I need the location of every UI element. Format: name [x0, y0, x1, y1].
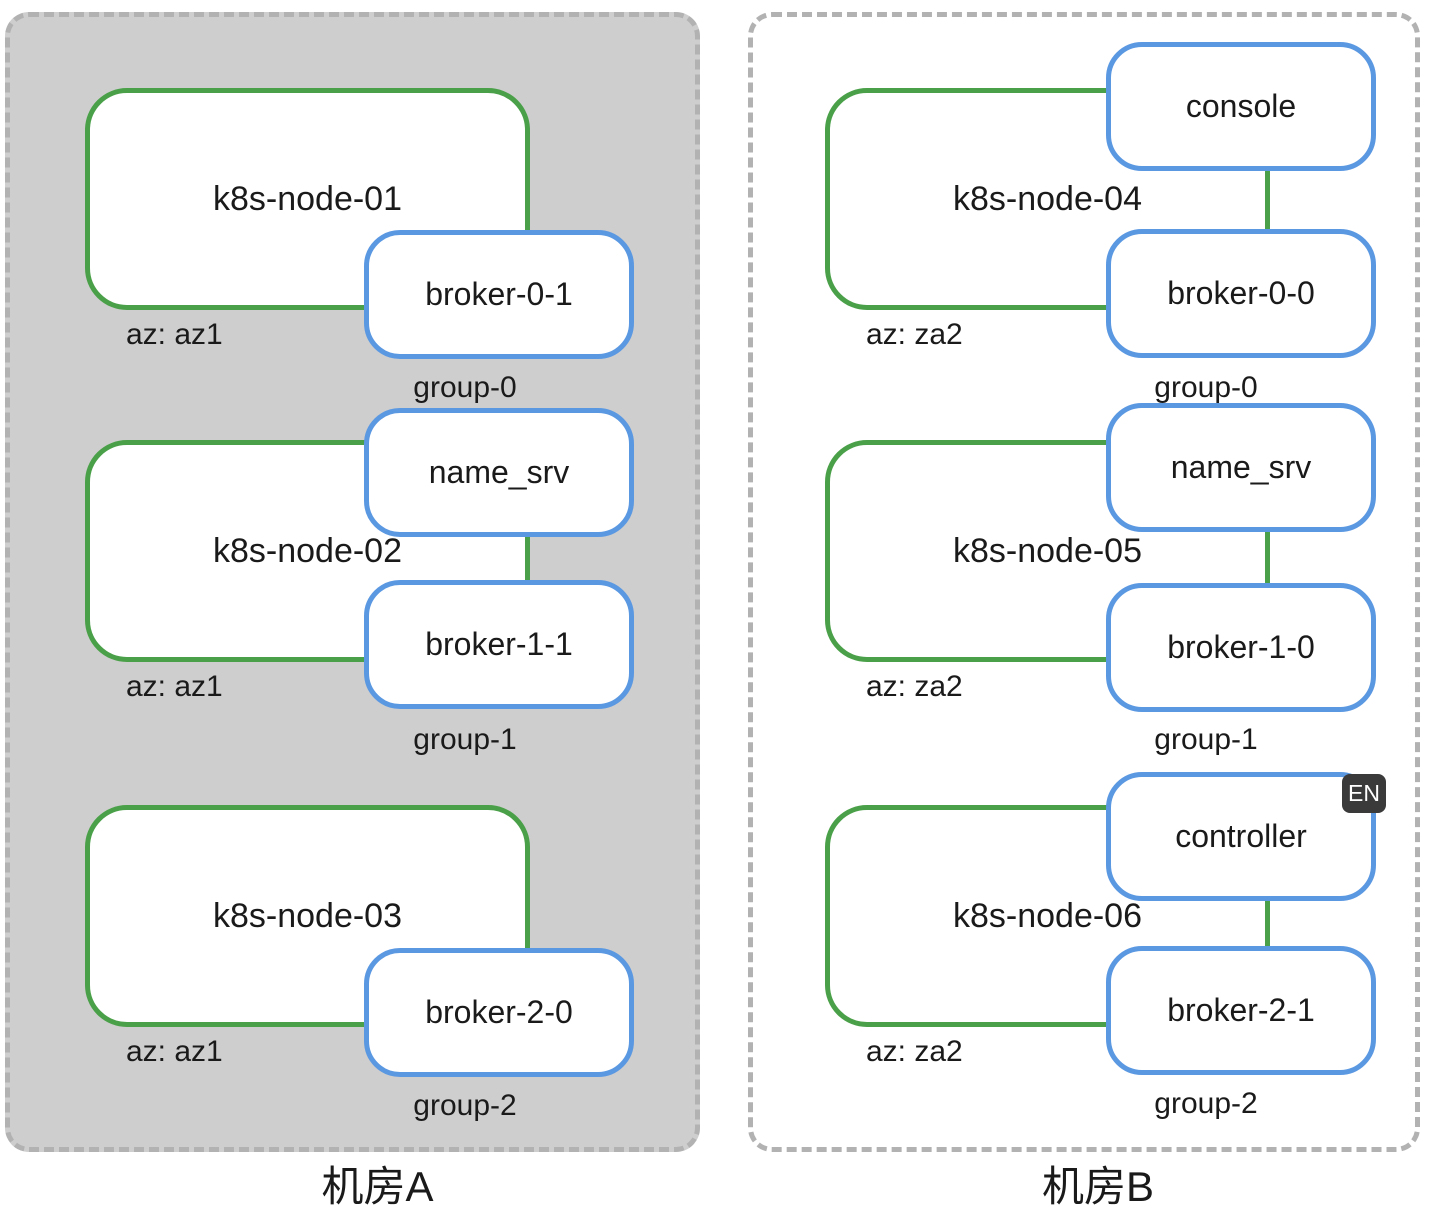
group-label: group-2: [413, 1089, 517, 1122]
service-name-srv-b: name_srv: [1106, 403, 1376, 532]
service-label: broker-1-1: [425, 626, 573, 662]
room-b-title: 机房B: [1041, 1163, 1154, 1210]
group-label: group-0: [1154, 371, 1258, 404]
az-label: az: az1: [126, 318, 223, 351]
service-name-srv-a: name_srv: [364, 408, 634, 537]
node-label: k8s-node-03: [212, 896, 402, 935]
service-label: broker-0-1: [425, 276, 573, 312]
node-k8s-node-01: k8s-node-01: [85, 88, 530, 310]
node-label: k8s-node-06: [952, 896, 1142, 935]
group-label: group-2: [1154, 1087, 1258, 1120]
service-controller: controller: [1106, 772, 1376, 901]
service-label: broker-2-0: [425, 994, 573, 1030]
az-label: az: za2: [866, 318, 963, 351]
service-broker-1-1: broker-1-1: [364, 580, 634, 709]
node-label: k8s-node-04: [952, 179, 1142, 218]
service-label: broker-0-0: [1167, 275, 1315, 311]
group-label: group-1: [1154, 723, 1258, 756]
node-label: k8s-node-05: [952, 531, 1142, 570]
node-label: k8s-node-01: [212, 179, 402, 218]
input-method-badge[interactable]: EN: [1342, 774, 1386, 813]
service-label: console: [1185, 88, 1297, 124]
az-label: az: az1: [126, 1035, 223, 1068]
service-console: console: [1106, 42, 1376, 171]
room-a-title: 机房A: [321, 1163, 434, 1210]
group-label: group-1: [413, 723, 517, 756]
service-broker-2-0: broker-2-0: [364, 948, 634, 1077]
az-label: az: az1: [126, 670, 223, 703]
az-label: az: za2: [866, 1035, 963, 1068]
service-broker-2-1: broker-2-1: [1106, 946, 1376, 1075]
node-label: k8s-node-02: [212, 531, 402, 570]
service-label: broker-1-0: [1167, 629, 1315, 665]
az-label: az: za2: [866, 670, 963, 703]
service-label: name_srv: [1170, 449, 1312, 485]
service-label: broker-2-1: [1167, 992, 1315, 1028]
group-label: group-0: [413, 371, 517, 404]
service-label: name_srv: [428, 454, 570, 490]
service-broker-0-0: broker-0-0: [1106, 229, 1376, 358]
service-broker-0-1: broker-0-1: [364, 230, 634, 359]
service-label: controller: [1175, 818, 1307, 854]
service-broker-1-0: broker-1-0: [1106, 583, 1376, 712]
